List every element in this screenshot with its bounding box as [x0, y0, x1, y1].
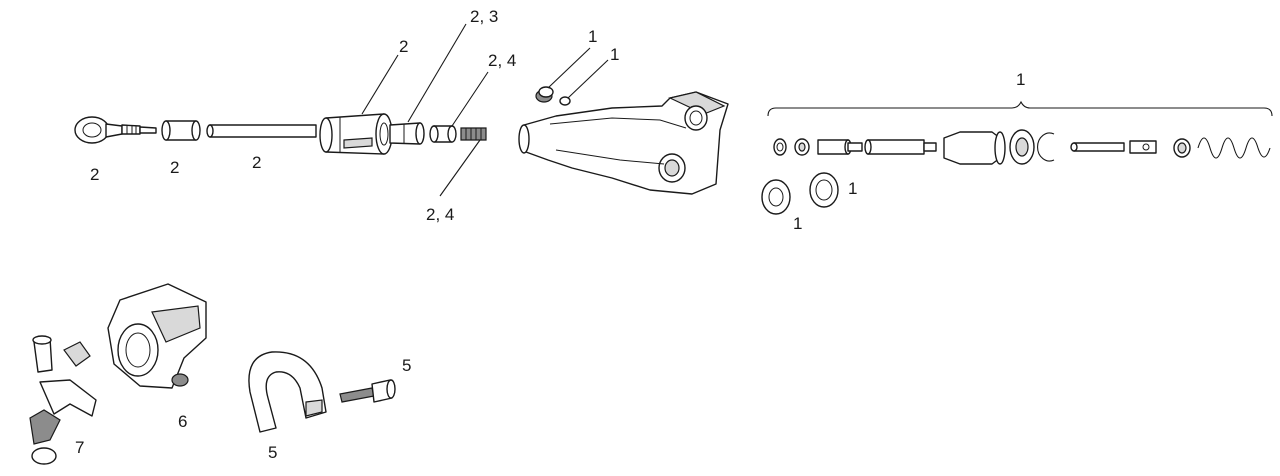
olive — [429, 125, 457, 143]
callout-clamp-bolt: 5 — [402, 356, 411, 375]
callout-washer-b: 1 — [848, 179, 857, 198]
piston-kit-parts — [773, 129, 1271, 165]
callout-piston-kit: 1 — [1016, 70, 1025, 89]
barb-insert — [460, 127, 487, 141]
clamp-hardware-parts — [29, 335, 97, 465]
discrete-clamp — [248, 351, 327, 433]
lever-body — [518, 91, 729, 195]
bleed-oring — [559, 96, 571, 106]
callout-hose: 2 — [252, 153, 261, 172]
callout-bleed-oring: 1 — [610, 45, 619, 64]
callout-washer-a: 1 — [793, 214, 802, 233]
callout-clamp-hardware: 7 — [75, 438, 84, 457]
clamp-bolt — [339, 379, 396, 403]
callout-clamp-body: 6 — [178, 412, 187, 431]
piston-kit-brace — [767, 100, 1273, 117]
bleed-screw — [535, 86, 554, 103]
banjo-fitting — [74, 116, 157, 144]
callout-compression-fitting: 2, 3 — [470, 7, 498, 26]
callout-discrete-clamp: 5 — [268, 443, 277, 462]
compression-fitting — [389, 122, 425, 145]
callout-hose-fitting: 2 — [90, 165, 99, 184]
callout-compression-nut: 2 — [399, 37, 408, 56]
callout-olive: 2, 4 — [488, 51, 516, 70]
clamp-body — [107, 283, 207, 389]
hose-barb-sleeve — [161, 120, 201, 141]
hydraulic-hose — [206, 124, 317, 138]
callout-barb-insert: 2, 4 — [426, 205, 454, 224]
leader-lines — [361, 23, 609, 197]
washer-a — [761, 179, 791, 215]
callout-hose-barb: 2 — [170, 158, 179, 177]
callout-bleed-screw: 1 — [588, 27, 597, 46]
washer-b — [809, 172, 839, 208]
compression-nut — [319, 113, 393, 155]
